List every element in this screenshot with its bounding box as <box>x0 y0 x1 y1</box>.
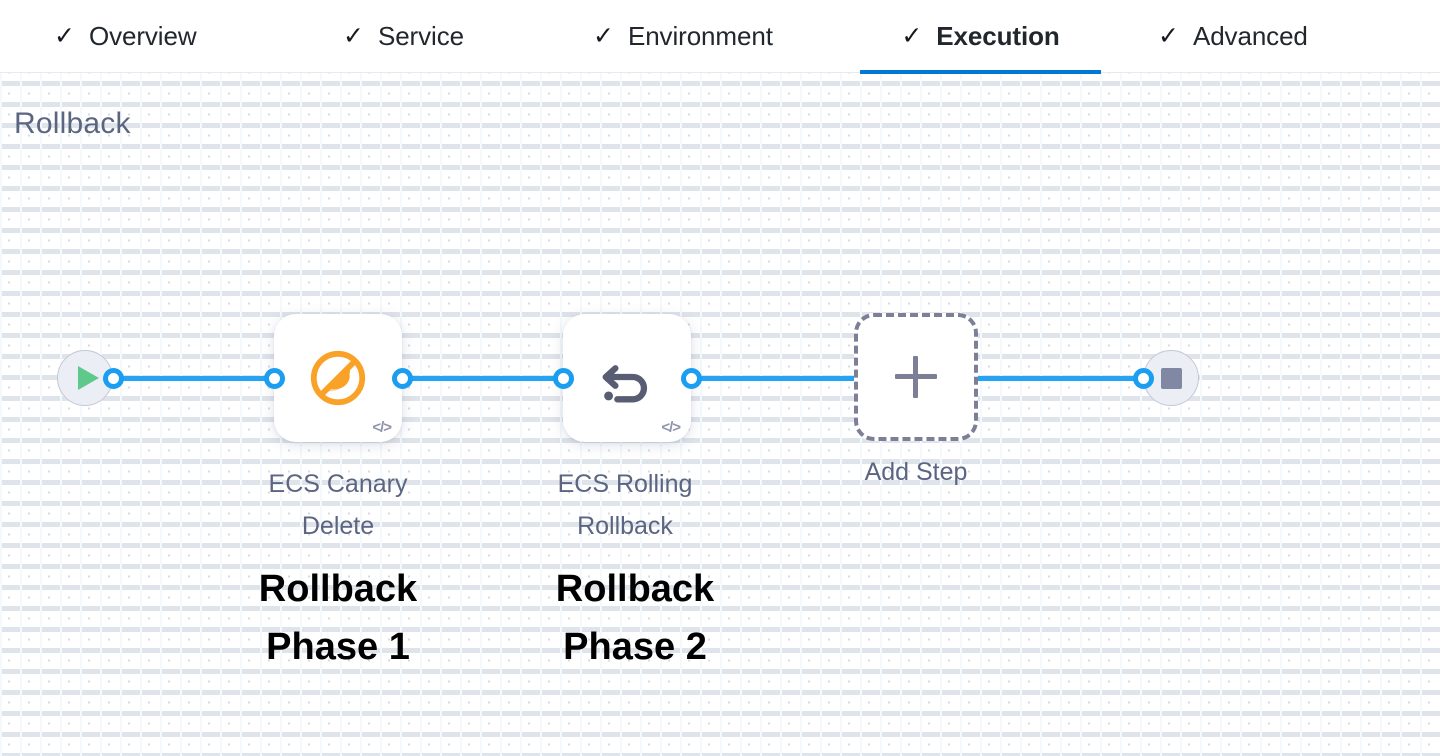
port-canary-in[interactable] <box>264 368 285 389</box>
step-node-ecs-canary-delete[interactable]: </> <box>274 314 402 442</box>
pipeline-flow: </> ECS Canary Delete </> ECS Rolling Ro… <box>0 73 1440 756</box>
check-icon: ✓ <box>1158 21 1179 50</box>
annotation-line1: Rollback <box>258 568 418 610</box>
play-icon <box>77 366 99 390</box>
code-icon[interactable]: </> <box>661 419 681 436</box>
tab-advanced[interactable]: ✓ Advanced <box>1140 0 1326 73</box>
edge-addstep-to-end <box>973 376 1145 381</box>
edge-rollback-to-addstep <box>689 376 861 381</box>
pipeline-canvas[interactable]: Rollback </> ECS Canary <box>0 73 1440 756</box>
port-start-out[interactable] <box>103 368 124 389</box>
rollback-arrow-icon <box>563 314 691 442</box>
add-step-label: Add Step <box>864 458 968 486</box>
edge-start-to-canary <box>113 376 283 381</box>
tab-service-label: Service <box>377 20 464 51</box>
tab-execution-label: Execution <box>936 20 1060 51</box>
canary-delete-icon <box>274 314 402 442</box>
tab-overview[interactable]: ✓ Overview <box>36 0 215 73</box>
step-label-line1: ECS Rolling <box>557 470 693 498</box>
port-rollback-in[interactable] <box>553 368 574 389</box>
port-canary-out[interactable] <box>392 368 413 389</box>
step-label-line2: Rollback <box>577 512 673 540</box>
check-icon: ✓ <box>343 21 364 50</box>
annotation-line2: Phase 2 <box>563 626 707 668</box>
wizard-tab-bar: ✓ Overview ✓ Service ✓ Environment ✓ Exe… <box>0 0 1440 74</box>
tab-execution[interactable]: ✓ Execution <box>860 0 1101 74</box>
add-step-button[interactable] <box>854 313 978 441</box>
tab-service[interactable]: ✓ Service <box>325 0 482 73</box>
annotation-line1: Rollback <box>555 568 715 610</box>
tab-environment-label: Environment <box>627 20 773 51</box>
port-rollback-out[interactable] <box>681 368 702 389</box>
check-icon: ✓ <box>593 21 614 50</box>
code-icon[interactable]: </> <box>372 419 392 436</box>
step-label-ecs-canary-delete: ECS Canary Delete <box>233 463 443 547</box>
annotation-rollback-phase-1: Rollback Phase 1 <box>208 560 468 676</box>
check-icon: ✓ <box>901 21 923 50</box>
annotation-line2: Phase 1 <box>266 626 410 668</box>
plus-icon <box>895 356 937 398</box>
tab-overview-label: Overview <box>88 20 197 51</box>
tab-environment[interactable]: ✓ Environment <box>575 0 791 73</box>
step-label-line2: Delete <box>301 512 375 540</box>
section-title: Rollback <box>14 107 131 140</box>
check-icon: ✓ <box>54 21 75 50</box>
port-end-in[interactable] <box>1133 368 1154 389</box>
step-node-ecs-rolling-rollback[interactable]: </> <box>563 314 691 442</box>
stop-icon <box>1160 367 1182 389</box>
annotation-rollback-phase-2: Rollback Phase 2 <box>505 560 765 676</box>
edge-canary-to-rollback <box>400 376 572 381</box>
step-label-line1: ECS Canary <box>268 470 408 498</box>
step-label-ecs-rolling-rollback: ECS Rolling Rollback <box>520 463 730 547</box>
tab-advanced-label: Advanced <box>1192 20 1308 51</box>
